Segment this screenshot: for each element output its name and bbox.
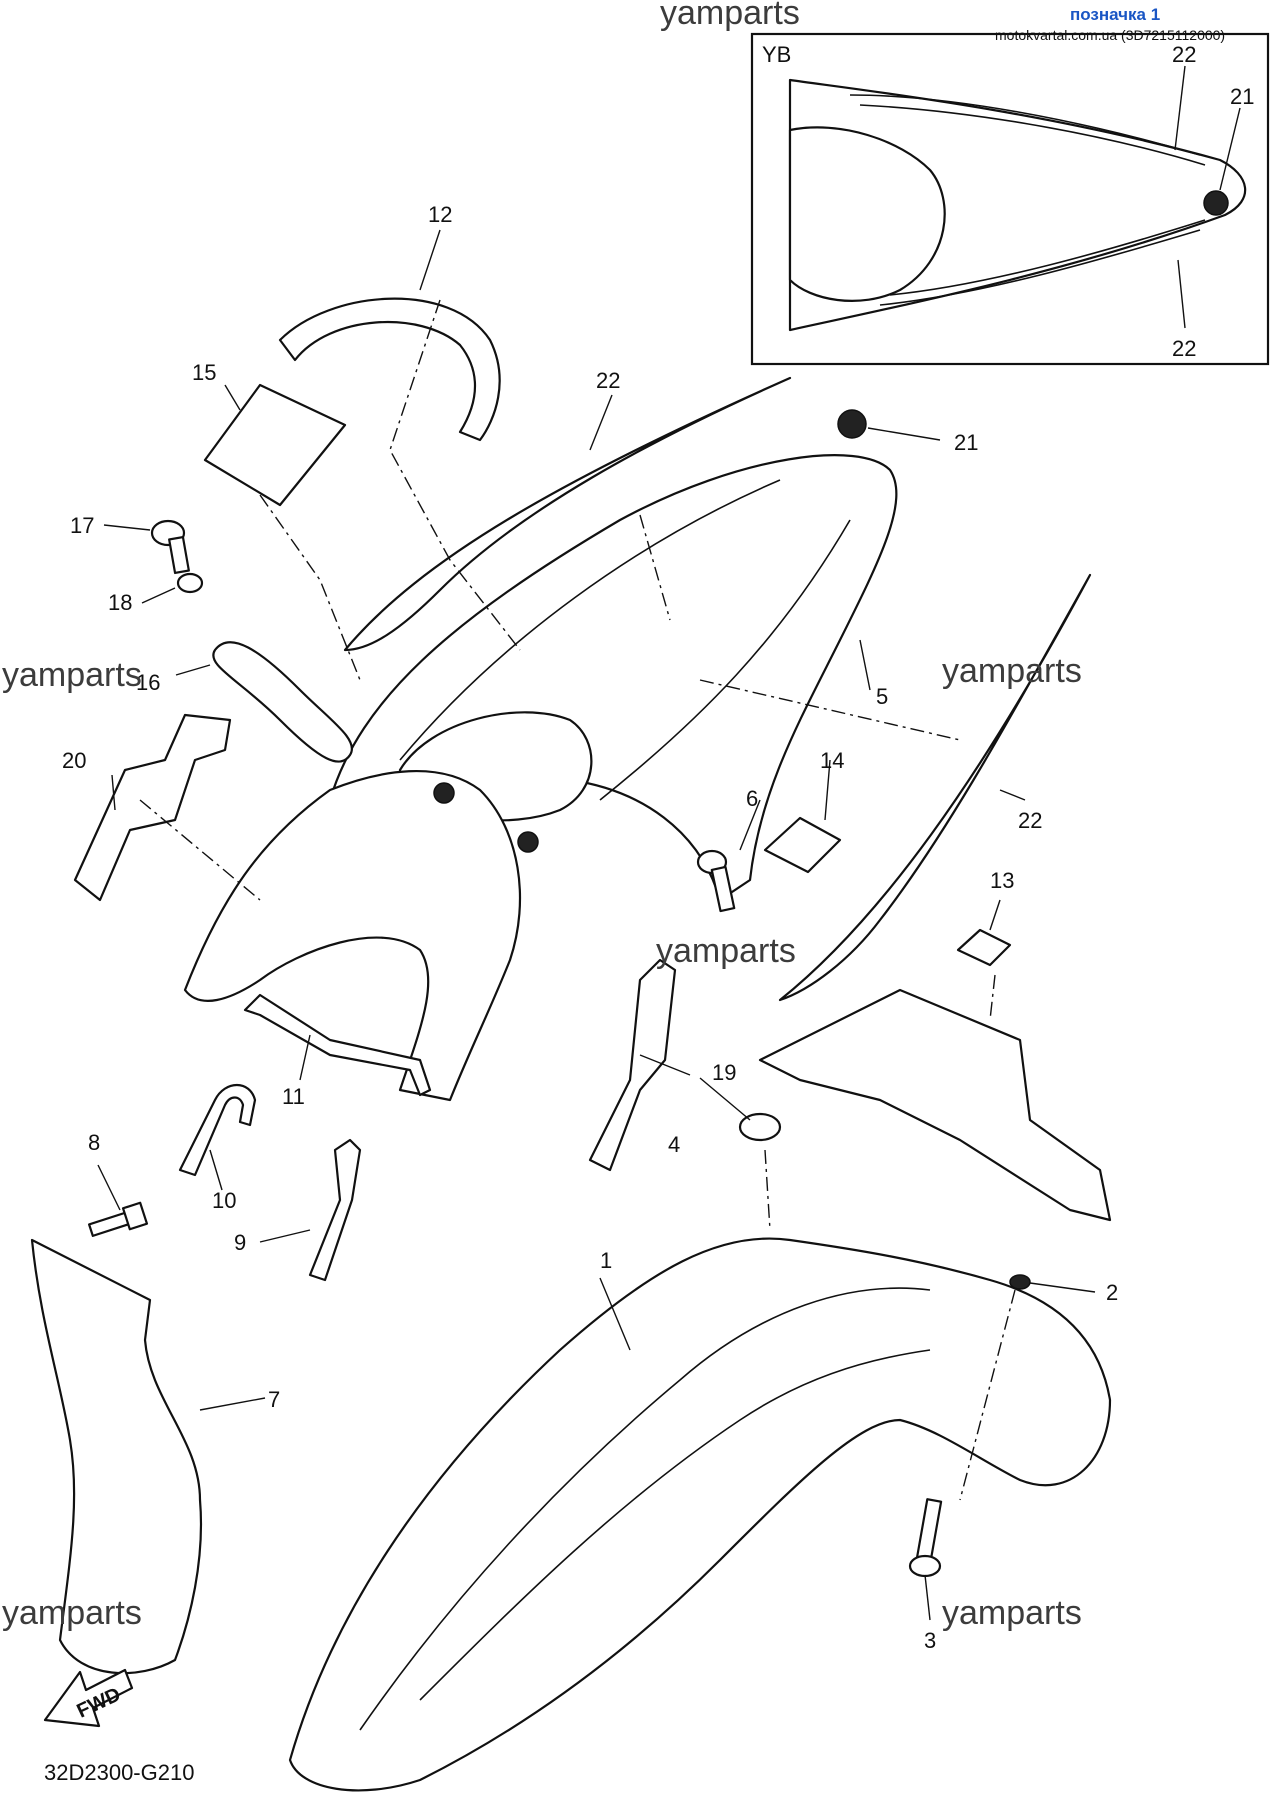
callout-21: 21: [954, 430, 978, 455]
part-20-flap: [73, 713, 232, 902]
watermark-right-mid: yamparts: [942, 652, 1082, 690]
inset-leader-22-bottom: [1177, 259, 1186, 329]
callout-8: 8: [88, 1130, 100, 1155]
callout-20: 20: [62, 748, 86, 773]
diagram-code: 32D2300-G210: [44, 1760, 194, 1785]
callout-17: 17: [70, 513, 94, 538]
callout-7: 7: [268, 1387, 280, 1412]
callout-3: 3: [924, 1628, 936, 1653]
callout-numbers: 1 2 3 4 5 6 7 8 9 10 11 12 13 14 15 16 1…: [62, 202, 1118, 1653]
callout-10: 10: [212, 1188, 236, 1213]
watermark-right-bottom: yamparts: [942, 1594, 1082, 1632]
part-22-stripe-top: [343, 376, 792, 652]
part-16-band: [212, 641, 353, 763]
front-fender-mount: [758, 988, 1112, 1222]
front-fender-body: [288, 1237, 1112, 1792]
inset-yb: YB 22 21 22: [750, 32, 1270, 366]
part-7-mud-flap: [30, 1238, 203, 1675]
watermark-left-mid: yamparts: [2, 656, 142, 694]
inset-seat-opening: [788, 126, 946, 302]
callout-13: 13: [990, 868, 1014, 893]
inset-stripe-lower: [879, 229, 1201, 306]
front-fender-ridge-left: [359, 1287, 931, 1731]
inset-leader-21: [1219, 107, 1241, 191]
part-3-bolt: [908, 1498, 943, 1578]
part-11-bracket: [243, 993, 432, 1097]
fwd-arrow-icon: [43, 1668, 134, 1728]
part-21-rivet-icon: [837, 409, 867, 439]
inset-callout-22-top: 22: [1172, 42, 1196, 67]
grommet-icon: [433, 782, 455, 804]
inset-leader-22-top: [1174, 65, 1186, 151]
inset-callout-21: 21: [1230, 84, 1254, 109]
part-6-bolt: [696, 849, 736, 913]
part-5-groove-lower: [599, 519, 851, 801]
callout-12: 12: [428, 202, 452, 227]
part-5-groove-upper: [399, 479, 781, 761]
inset-rivet-icon: [1203, 190, 1229, 216]
callout-6: 6: [746, 786, 758, 811]
callout-4: 4: [668, 1132, 680, 1157]
part-14-pad: [763, 816, 842, 874]
part-22-stripe-right: [778, 573, 1092, 1002]
front-fender-ridge-right: [419, 1349, 931, 1701]
callout-14: 14: [820, 748, 844, 773]
callout-5: 5: [876, 684, 888, 709]
part-10-clip: [178, 1084, 257, 1177]
part-12-strap: [278, 297, 501, 442]
callout-22-top: 22: [596, 368, 620, 393]
part-1-front-fender: [288, 1237, 1112, 1792]
callout-15: 15: [192, 360, 216, 385]
note-source: motokvartal.com.ua (3D7215112000): [995, 27, 1226, 43]
watermark-top: yamparts: [660, 0, 800, 32]
part-4-grommet: [738, 1112, 782, 1142]
callout-22-right: 22: [1018, 808, 1042, 833]
part-9-clip: [308, 1138, 362, 1282]
fwd-arrow: FWD: [43, 1668, 134, 1728]
callout-19: 19: [712, 1060, 736, 1085]
inset-stripe-upper-inner: [859, 104, 1206, 166]
part-8-bolt: [88, 1201, 149, 1237]
inset-callout-22-bottom: 22: [1172, 336, 1196, 361]
part-2-clip: [1009, 1274, 1031, 1290]
inset-label: YB: [762, 42, 791, 67]
inner-fender-body: [183, 769, 522, 1102]
callout-11: 11: [282, 1084, 305, 1109]
part-13-pad: [956, 928, 1012, 967]
part-15-pad: [203, 383, 347, 507]
part-17-bolt: [150, 519, 190, 575]
callout-2: 2: [1106, 1280, 1118, 1305]
callout-9: 9: [234, 1230, 246, 1255]
rear-inner-fender: [183, 769, 539, 1102]
grommet-icon: [517, 831, 539, 853]
inset-stripe-upper: [849, 94, 1201, 156]
part-18-washer: [176, 572, 204, 594]
callout-16: 16: [136, 670, 160, 695]
watermark-left-bottom: yamparts: [2, 1594, 142, 1632]
watermark-center: yamparts: [656, 932, 796, 970]
inset-stripe-lower-inner: [889, 219, 1206, 296]
leader-lines: [97, 229, 1096, 1621]
part-19-guard: [588, 958, 677, 1172]
callout-1: 1: [600, 1248, 612, 1273]
callout-18: 18: [108, 590, 132, 615]
note-label: позначка 1: [1070, 5, 1161, 24]
